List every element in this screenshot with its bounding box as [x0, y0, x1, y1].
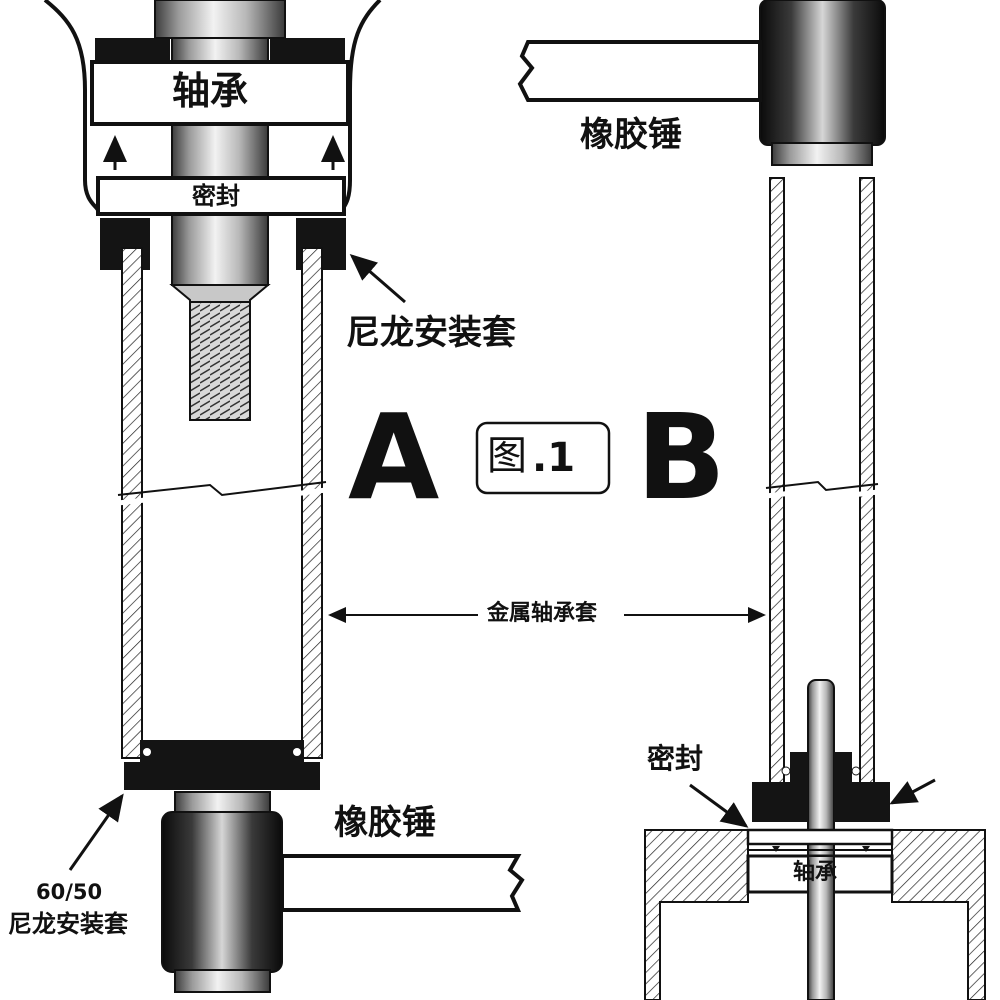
a-housing-outline: [43, 0, 100, 212]
b-seal-left: [790, 752, 808, 782]
b-metal-sleeve-wall-left: [769, 177, 785, 787]
a-seal-label: 密封: [192, 182, 240, 210]
a-shaft: [171, 0, 269, 286]
b-seal-label: 密封: [647, 742, 704, 775]
a-sleeve-size: 60/50: [36, 880, 103, 904]
panel-a: [43, 0, 525, 993]
figure-number: .1: [532, 435, 576, 481]
a-break-line: [117, 481, 327, 497]
a-bottom-sleeve-pointer: [68, 793, 124, 871]
a-bearing: [90, 60, 350, 126]
a-bearing-label: 轴承: [172, 69, 249, 113]
b-metal-sleeve-wall-right: [859, 177, 875, 787]
a-seal: [96, 176, 346, 216]
a-nylon-sleeve-label: 尼龙安装套: [346, 313, 516, 353]
panel-b: [517, 0, 986, 1000]
panel-b-letter: B: [636, 388, 726, 526]
a-rubber-hammer-label: 橡胶锤: [334, 803, 436, 843]
b-bearing-label: 轴承: [793, 860, 838, 885]
b-nylon-sleeve-right: [834, 782, 890, 822]
panel-a-letter: A: [348, 388, 440, 526]
a-top-clamp-left: [95, 38, 170, 60]
a-shaft-thread: [189, 301, 251, 421]
a-metal-sleeve-wall-right: [301, 247, 323, 759]
figure-label-char: 图: [487, 433, 527, 479]
b-rubber-hammer-head: [759, 0, 886, 146]
metal-sleeve-label: 金属轴承套: [487, 601, 598, 626]
b-seal-pointer: [689, 783, 749, 828]
a-sleeve-size-label: 尼龙安装套: [8, 910, 128, 938]
figure-label-box: [475, 421, 611, 495]
b-nylon-sleeve-left: [752, 782, 808, 822]
b-housing-right: [891, 829, 986, 1000]
b-rubber-hammer-label: 橡胶锤: [580, 115, 682, 155]
a-rubber-hammer-handle: [280, 854, 525, 912]
a-top-clamp-right: [270, 38, 345, 60]
b-rubber-hammer-handle: [517, 40, 762, 102]
a-bottom-nylon-sleeve: [140, 740, 304, 766]
b-housing-left: [644, 829, 749, 1000]
b-nylon-pointer: [889, 778, 936, 805]
b-break-line: [765, 480, 879, 492]
a-nylon-sleeve-pointer: [349, 254, 406, 304]
a-rubber-hammer-head: [161, 811, 283, 973]
